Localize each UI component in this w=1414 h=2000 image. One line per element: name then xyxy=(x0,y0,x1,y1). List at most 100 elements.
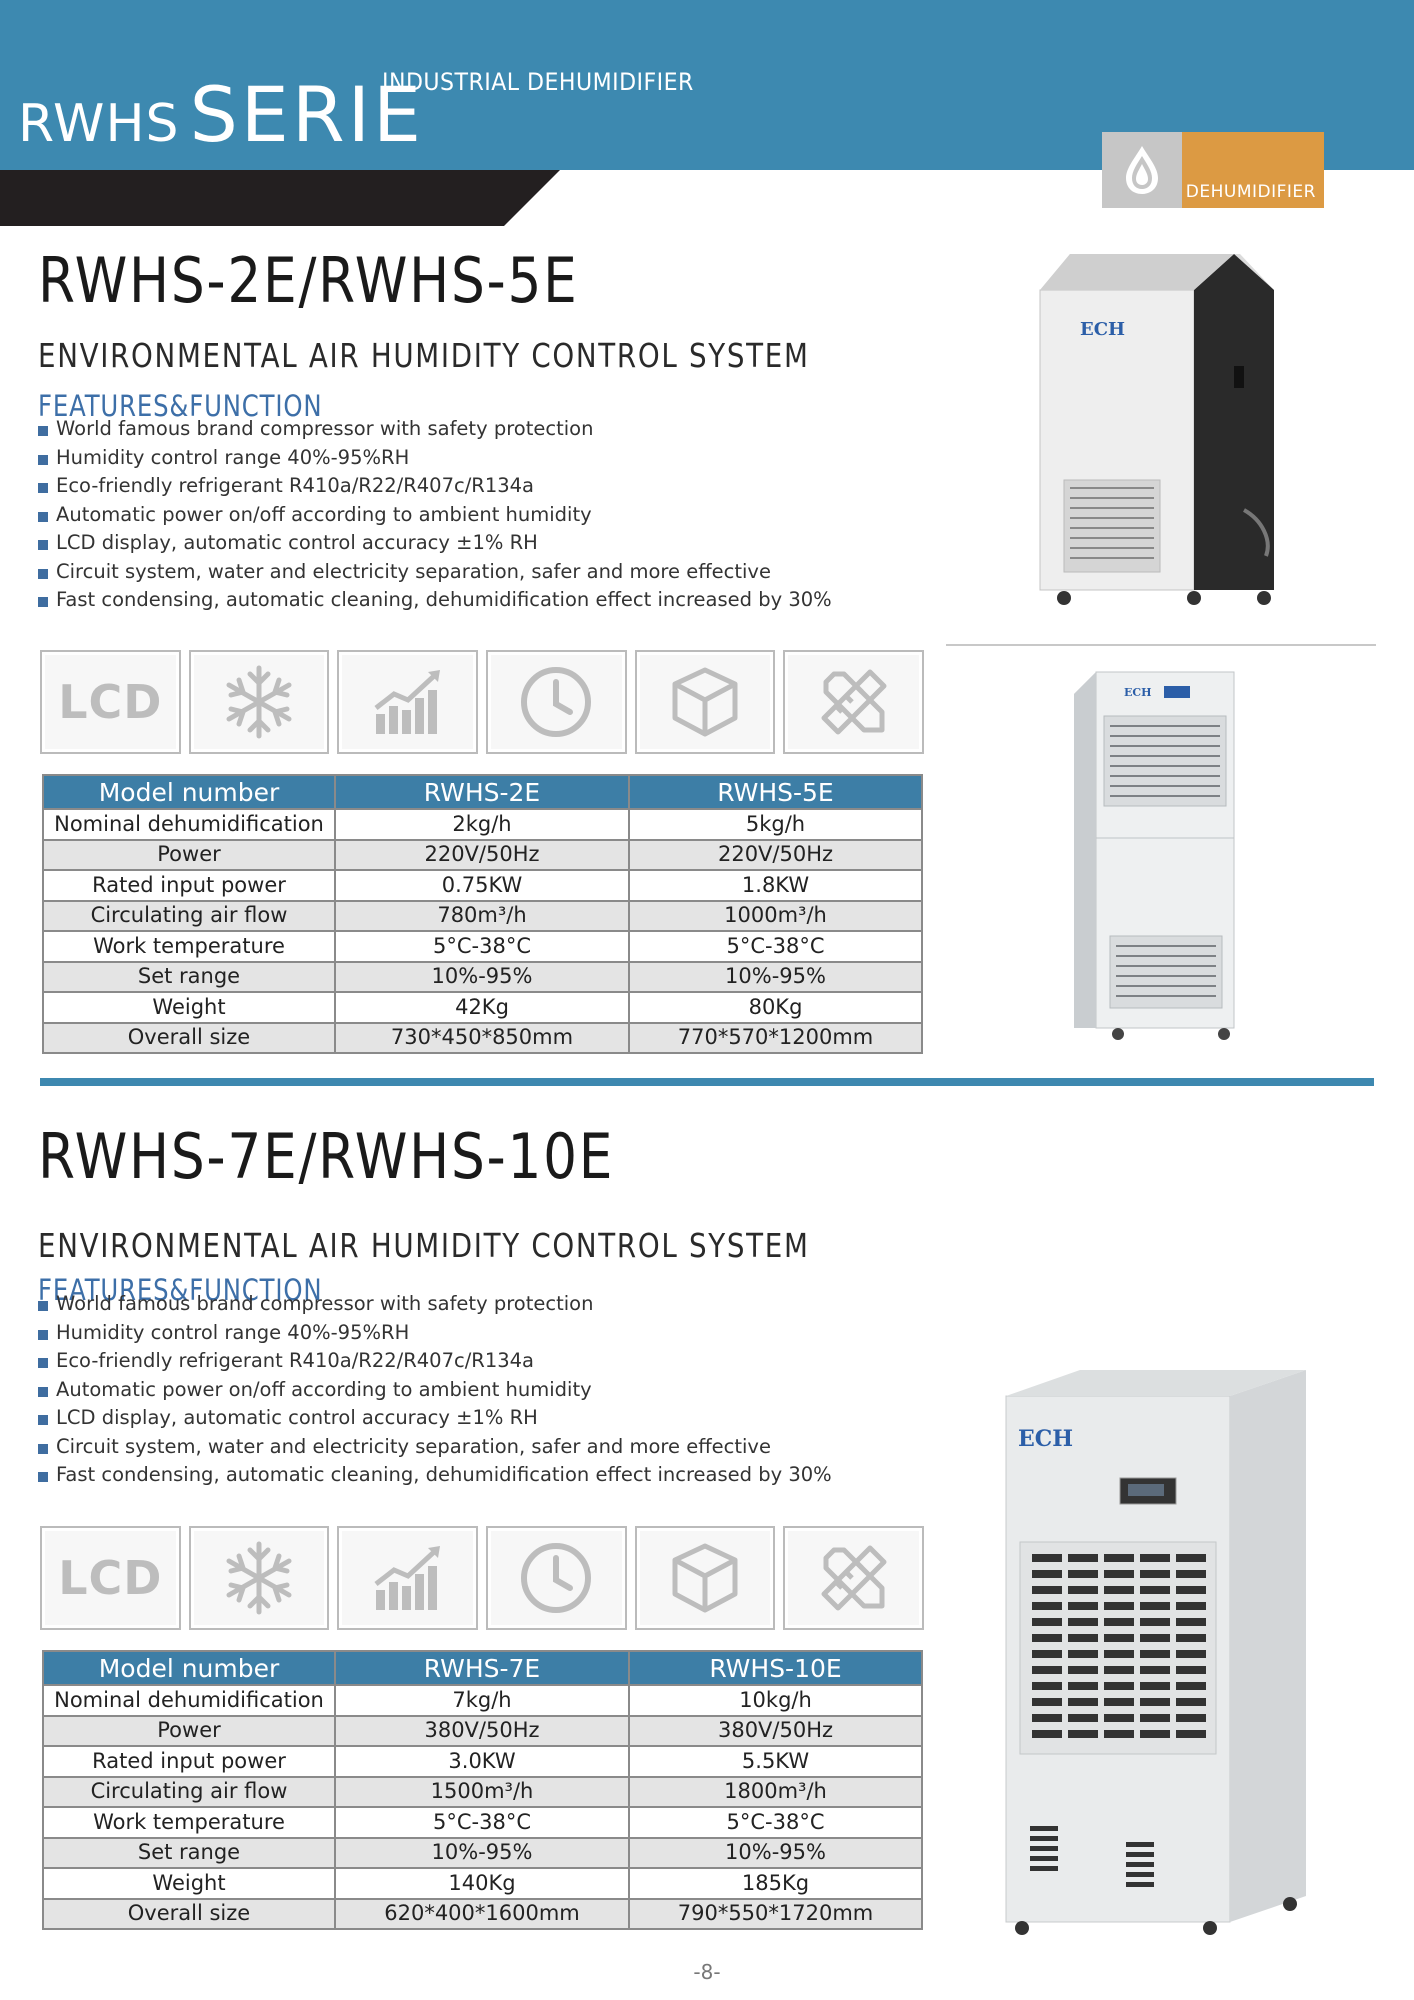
table-header-cell: Model number xyxy=(42,774,336,810)
ruler-pencil-icon xyxy=(783,1526,925,1630)
ruler-pencil-icon xyxy=(783,650,925,754)
table-cell: 5.5KW xyxy=(628,1745,923,1778)
table-cell: 380V/50Hz xyxy=(334,1714,630,1747)
clock-icon xyxy=(486,1526,627,1630)
product-brand-label: ECH xyxy=(1080,319,1125,340)
table-cell: 5°C-38°C xyxy=(334,1806,630,1839)
spec-table-2: Model number RWHS-7E RWHS-10E Nominal de… xyxy=(42,1650,923,1930)
lcd-icon-label: LCD xyxy=(58,675,163,729)
product-image-rwhs-2e: ECH xyxy=(1034,250,1280,610)
table-cell: Overall size xyxy=(42,1897,336,1930)
cube-icon xyxy=(634,1526,776,1630)
table-header-cell: RWHS-7E xyxy=(334,1650,630,1686)
table-cell: 2kg/h xyxy=(334,808,630,841)
feature-item: Fast condensing, automatic cleaning, deh… xyxy=(38,586,938,615)
table-cell: Work temperature xyxy=(42,930,336,963)
growth-chart-icon xyxy=(337,1526,479,1630)
table-header-row: Model number RWHS-7E RWHS-10E xyxy=(42,1650,923,1686)
dehumidifier-badge: DEHUMIDIFIER xyxy=(1182,132,1324,208)
feature-icons-1: LCD xyxy=(40,650,925,754)
water-drop-badge xyxy=(1102,132,1182,208)
table-cell: 1500m³/h xyxy=(334,1775,630,1808)
table-cell: Nominal dehumidification xyxy=(42,1684,336,1717)
table-cell: Weight xyxy=(42,991,336,1024)
feature-item: Humidity control range 40%-95%RH xyxy=(38,444,938,473)
table-cell: 620*400*1600mm xyxy=(334,1897,630,1930)
table-cell: 0.75KW xyxy=(334,869,630,902)
system-title-1: ENVIRONMENTAL AIR HUMIDITY CONTROL SYSTE… xyxy=(38,336,810,375)
lcd-icon: LCD xyxy=(40,1526,181,1630)
table-cell: 10%-95% xyxy=(334,960,630,993)
feature-item: Circuit system, water and electricity se… xyxy=(38,1433,938,1462)
table-cell: 1800m³/h xyxy=(628,1775,923,1808)
table-cell: 380V/50Hz xyxy=(628,1714,923,1747)
feature-icons-2: LCD xyxy=(40,1526,925,1630)
table-cell: 10%-95% xyxy=(628,960,923,993)
table-header-cell: RWHS-2E xyxy=(334,774,630,810)
table-cell: 1.8KW xyxy=(628,869,923,902)
cube-icon xyxy=(634,650,776,754)
table-cell: Work temperature xyxy=(42,1806,336,1839)
product-image-rwhs-5e: ECH xyxy=(1074,668,1250,1046)
product-brand-label: ECH xyxy=(1124,686,1152,699)
features-list-2: World famous brand compressor with safet… xyxy=(38,1290,938,1490)
table-cell: 185Kg xyxy=(628,1867,923,1900)
lcd-icon-label: LCD xyxy=(58,1551,163,1605)
spec-table-1: Model number RWHS-2E RWHS-5E Nominal deh… xyxy=(42,774,923,1054)
header-dark-strip xyxy=(0,170,560,226)
snowflake-icon xyxy=(188,650,330,754)
badge-label: DEHUMIDIFIER xyxy=(1185,182,1316,202)
table-cell: 1000m³/h xyxy=(628,899,923,932)
table-cell: Circulating air flow xyxy=(42,1775,336,1808)
feature-item: LCD display, automatic control accuracy … xyxy=(38,1404,938,1433)
table-cell: Weight xyxy=(42,1867,336,1900)
header-subtitle: INDUSTRIAL DEHUMIDIFIER xyxy=(382,68,694,96)
feature-item: LCD display, automatic control accuracy … xyxy=(38,529,938,558)
table-cell: 790*550*1720mm xyxy=(628,1897,923,1930)
section-divider xyxy=(40,1078,1374,1086)
table-header-cell: RWHS-10E xyxy=(628,1650,923,1686)
model-title-1: RWHS-2E/RWHS-5E xyxy=(38,244,579,317)
table-cell: 5°C-38°C xyxy=(628,930,923,963)
model-title-2: RWHS-7E/RWHS-10E xyxy=(38,1120,615,1193)
lcd-icon: LCD xyxy=(40,650,181,754)
feature-item: Circuit system, water and electricity se… xyxy=(38,558,938,587)
table-cell: 220V/50Hz xyxy=(628,838,923,871)
feature-item: Fast condensing, automatic cleaning, deh… xyxy=(38,1461,938,1490)
table-cell: 220V/50Hz xyxy=(334,838,630,871)
table-cell: Set range xyxy=(42,1836,336,1869)
system-title-2: ENVIRONMENTAL AIR HUMIDITY CONTROL SYSTE… xyxy=(38,1226,810,1265)
table-cell: Rated input power xyxy=(42,1745,336,1778)
table-cell: 5°C-38°C xyxy=(334,930,630,963)
feature-item: World famous brand compressor with safet… xyxy=(38,415,938,444)
growth-chart-icon xyxy=(337,650,479,754)
table-cell: 5kg/h xyxy=(628,808,923,841)
table-cell: Power xyxy=(42,838,336,871)
table-cell: 140Kg xyxy=(334,1867,630,1900)
table-cell: Nominal dehumidification xyxy=(42,808,336,841)
product-divider xyxy=(946,644,1376,646)
feature-item: Automatic power on/off according to ambi… xyxy=(38,501,938,530)
table-header-row: Model number RWHS-2E RWHS-5E xyxy=(42,774,923,810)
table-cell: 730*450*850mm xyxy=(334,1021,630,1054)
table-cell: 7kg/h xyxy=(334,1684,630,1717)
feature-item: World famous brand compressor with safet… xyxy=(38,1290,938,1319)
features-list-1: World famous brand compressor with safet… xyxy=(38,415,938,615)
series-prefix: RWHS xyxy=(18,94,180,154)
table-cell: 5°C-38°C xyxy=(628,1806,923,1839)
table-header-cell: RWHS-5E xyxy=(628,774,923,810)
table-cell: Circulating air flow xyxy=(42,899,336,932)
snowflake-icon xyxy=(188,1526,330,1630)
